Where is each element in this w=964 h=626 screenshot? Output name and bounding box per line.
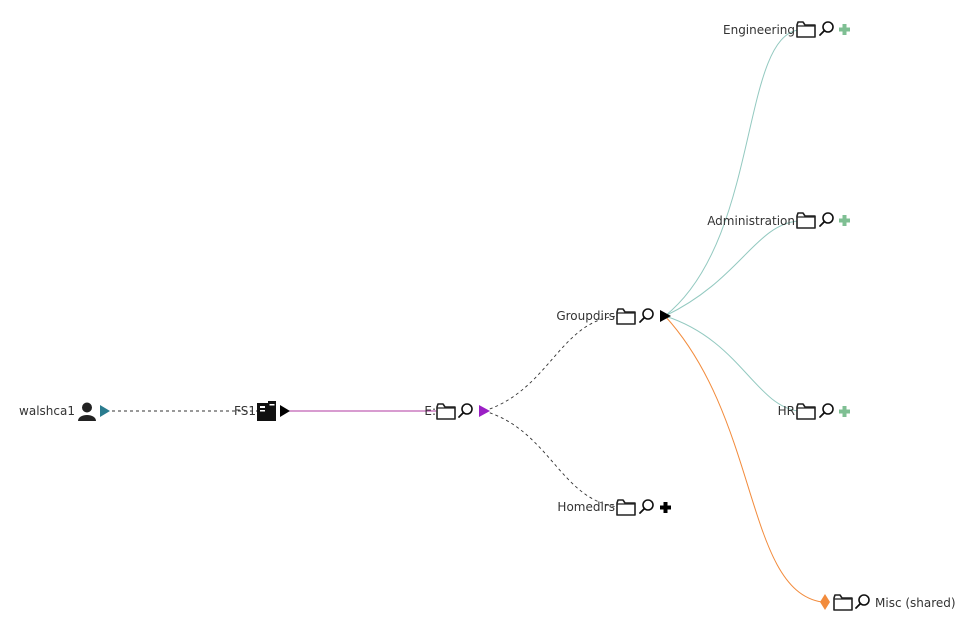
node-misc[interactable]: Misc (shared) — [820, 594, 956, 611]
link-drive-homedirs — [483, 410, 619, 508]
black-arrow-icon[interactable] — [660, 310, 671, 322]
purple-arrow-icon[interactable] — [479, 405, 490, 417]
folder-icon[interactable] — [796, 212, 816, 229]
node-server[interactable]: FS1 — [234, 401, 290, 421]
node-engineering[interactable]: Engineering — [723, 21, 850, 38]
node-label: walshca1 — [19, 404, 75, 418]
green-plus-icon[interactable] — [839, 406, 850, 417]
node-drive[interactable]: E: — [424, 403, 490, 420]
node-label: Engineering — [723, 23, 795, 37]
folder-icon[interactable] — [796, 403, 816, 420]
teal-arrow-icon[interactable] — [100, 405, 110, 417]
green-plus-icon[interactable] — [839, 24, 850, 35]
orange-diamond-icon[interactable] — [820, 594, 830, 610]
search-icon[interactable] — [458, 403, 473, 418]
green-plus-icon[interactable] — [839, 215, 850, 226]
node-label: Misc (shared) — [875, 596, 956, 610]
search-icon[interactable] — [639, 499, 654, 514]
search-icon[interactable] — [639, 308, 654, 323]
link-groupdirs-misc — [664, 315, 823, 603]
link-groupdirs-hr — [664, 315, 799, 412]
node-user[interactable]: walshca1 — [19, 402, 110, 422]
link-drive-groupdirs — [483, 315, 619, 412]
folder-icon[interactable] — [616, 499, 636, 516]
node-label: Administration — [707, 214, 795, 228]
node-homedirs[interactable]: Homedirs — [557, 499, 671, 516]
search-icon[interactable] — [819, 403, 834, 418]
black-plus-icon[interactable] — [660, 502, 671, 513]
node-label: E: — [424, 404, 436, 418]
node-label: FS1 — [234, 404, 256, 418]
node-label: Homedirs — [557, 500, 615, 514]
user-icon — [78, 402, 96, 421]
node-label: HR — [778, 404, 795, 418]
server-icon — [257, 401, 276, 421]
node-administration[interactable]: Administration — [707, 212, 850, 229]
node-hr[interactable]: HR — [778, 403, 850, 420]
node-groupdirs[interactable]: Groupdirs — [556, 308, 671, 325]
folder-icon[interactable] — [616, 308, 636, 325]
link-groupdirs-administration — [664, 220, 799, 317]
search-icon[interactable] — [819, 212, 834, 227]
search-icon[interactable] — [819, 21, 834, 36]
links — [106, 29, 823, 603]
folder-icon[interactable] — [833, 594, 853, 611]
folder-icon[interactable] — [796, 21, 816, 38]
black-arrow-icon[interactable] — [280, 405, 290, 417]
link-groupdirs-engineering — [664, 29, 799, 317]
search-icon[interactable] — [855, 594, 870, 609]
node-label: Groupdirs — [556, 309, 615, 323]
folder-icon[interactable] — [436, 403, 456, 420]
